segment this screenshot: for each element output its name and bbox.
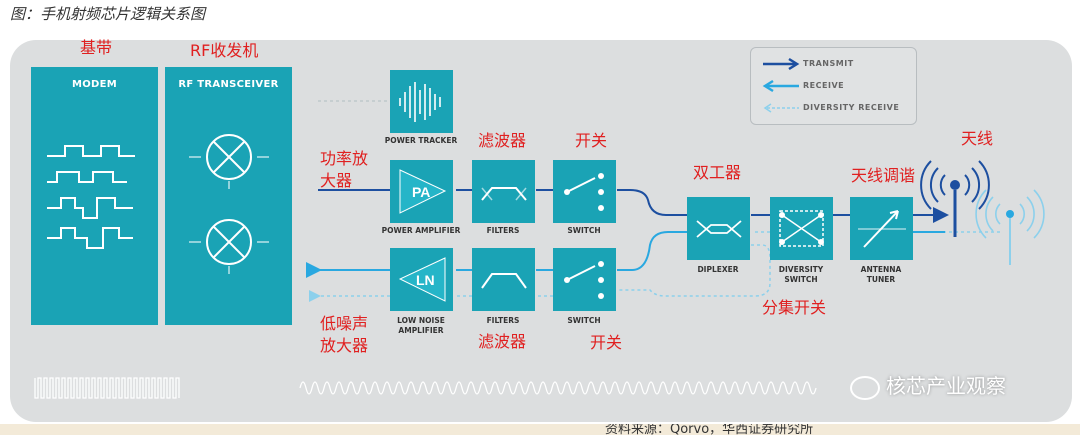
modem-title: MODEM: [71, 79, 118, 90]
amplifier-triangle-icon: PA: [399, 169, 447, 214]
transmit-path: [318, 189, 687, 216]
lna-triangle-icon: LN: [398, 257, 446, 302]
switch-icon: [564, 173, 604, 211]
rf-sine-wave: [299, 381, 817, 395]
lowpass-filter-icon: [481, 273, 527, 289]
filters-label-bottom: FILTERS: [486, 316, 520, 325]
label-baseband: 基带: [80, 38, 113, 57]
power-amplifier-label: POWER AMPLIFIER: [381, 226, 461, 235]
rf-transceiver-block: RF TRANSCEIVER: [165, 67, 292, 325]
diplexer-label: DIPLEXER: [697, 265, 739, 274]
mixer-icons: [189, 134, 269, 274]
label-diplexer: 双工器: [693, 163, 742, 182]
filters-label-top: FILTERS: [486, 226, 520, 235]
legend-diversity-receive: DIVERSITY RECEIVE: [803, 103, 900, 112]
diversity-switch-icon: [779, 210, 824, 247]
label-filter-bottom: 滤波器: [478, 332, 527, 351]
switch-tile-bottom: [553, 248, 616, 311]
label-filter-top: 滤波器: [478, 131, 527, 150]
bandpass-filter-icon: [481, 187, 527, 201]
switch-label-top: SWITCH: [567, 226, 601, 235]
rf-waveform: [34, 377, 180, 399]
receive-path: [318, 231, 687, 270]
label-lna: 低噪声放大器: [320, 314, 369, 355]
figure-caption: 图：手机射频芯片逻辑关系图: [10, 5, 206, 23]
label-rf-transceiver: RF收发机: [190, 41, 259, 60]
diversity-path: [318, 231, 1000, 296]
bottom-strip: [0, 424, 1080, 435]
modem-block: MODEM: [31, 67, 158, 325]
label-antenna: 天线: [961, 129, 994, 148]
legend-transmit: TRANSMIT: [803, 59, 854, 68]
lna-tile: LN: [390, 248, 453, 311]
label-diversity-switch: 分集开关: [762, 298, 827, 317]
power-tracker-label: POWER TRACKER: [384, 136, 458, 145]
switch-icon: [564, 261, 604, 299]
power-amplifier-tile: PA: [390, 160, 453, 223]
label-switch-bottom: 开关: [590, 333, 623, 352]
label-power-amplifier: 功率放大器: [320, 149, 369, 190]
legend: TRANSMIT RECEIVE DIVERSITY RECEIVE: [750, 47, 917, 125]
label-antenna-tuner: 天线调谐: [851, 166, 916, 185]
antenna-tuner-icon: [858, 210, 906, 248]
switch-label-bottom: SWITCH: [567, 316, 601, 325]
filter-tile-bottom: [472, 248, 535, 311]
wechat-icon: [850, 375, 880, 400]
filter-tile-top: [472, 160, 535, 223]
diversity-switch-tile: [770, 197, 833, 260]
power-tracker-tile: [390, 70, 453, 133]
legend-arrows: [762, 57, 800, 113]
legend-receive: RECEIVE: [803, 81, 845, 90]
switch-tile-top: [553, 160, 616, 223]
rf-transceiver-title: RF TRANSCEIVER: [178, 79, 279, 90]
antenna-tuner-tile: [850, 197, 913, 260]
source-note: 资料来源：Qorvo，华西证券研究所: [605, 424, 814, 435]
watermark: 核芯产业观察: [850, 370, 1006, 400]
svg-text:LN: LN: [416, 272, 435, 288]
diplexer-icon: [696, 220, 742, 238]
watermark-text: 核芯产业观察: [886, 374, 1006, 398]
antenna-diversity-icon: [975, 189, 1045, 265]
svg-text:PA: PA: [412, 184, 430, 200]
diplexer-tile: [687, 197, 750, 260]
label-switch-top: 开关: [575, 131, 608, 150]
digital-signal-icon: [47, 145, 135, 249]
power-tracker-icon: [399, 82, 441, 122]
antenna-main-icon: [920, 160, 990, 237]
